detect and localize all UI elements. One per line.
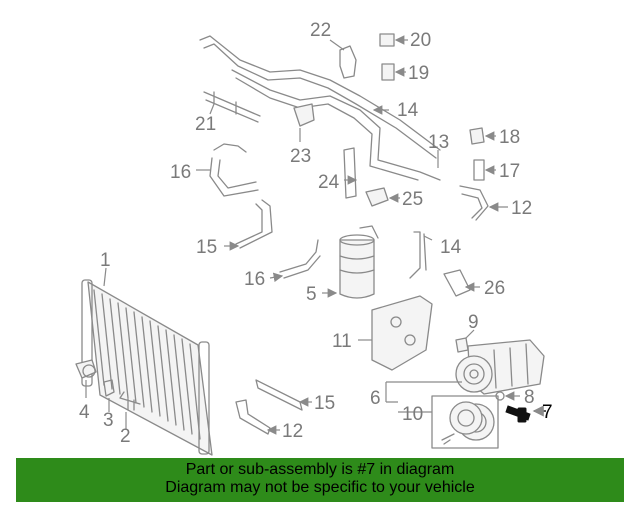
callout-12-right: 12 xyxy=(511,198,532,219)
callout-20: 20 xyxy=(410,30,431,51)
valve-17 xyxy=(473,159,485,181)
callout-7: 7 xyxy=(542,402,553,423)
banner-line-1: Part or sub-assembly is #7 in diagram xyxy=(185,461,455,478)
callout-9: 9 xyxy=(468,312,479,333)
bracket-25 xyxy=(365,187,389,207)
callout-19: 19 xyxy=(408,63,429,84)
callout-12-lower: 12 xyxy=(282,421,303,442)
parts-diagram: 1 4 3 2 14 22 20 19 21 23 13 18 xyxy=(75,20,553,456)
callout-10: 10 xyxy=(402,404,423,425)
callout-16-top: 16 xyxy=(170,162,191,183)
bracket-24 xyxy=(343,147,357,199)
callout-1: 1 xyxy=(100,250,111,271)
bolt-7-highlighted xyxy=(505,405,531,423)
hose-15-lower xyxy=(255,379,303,411)
cap-20 xyxy=(379,33,395,47)
info-banner: Part or sub-assembly is #7 in diagram Di… xyxy=(16,458,624,502)
valve-part xyxy=(119,391,141,411)
bracket-22 xyxy=(339,45,357,79)
callout-21: 21 xyxy=(195,114,216,135)
callout-24: 24 xyxy=(318,172,340,193)
callout-26: 26 xyxy=(484,278,505,299)
clutch-kit xyxy=(431,395,499,449)
valve-19 xyxy=(381,63,395,81)
hose-15-top xyxy=(235,199,273,249)
hose-16-top xyxy=(209,143,259,197)
valve-9 xyxy=(455,337,469,353)
callout-4: 4 xyxy=(79,402,90,423)
compressor-bracket xyxy=(371,295,433,371)
callout-14-top: 14 xyxy=(397,100,419,121)
banner-line-2: Diagram may not be specific to your vehi… xyxy=(165,479,475,496)
hose-12-top xyxy=(459,185,489,221)
callout-14-mid: 14 xyxy=(440,237,462,258)
sensor-21 xyxy=(203,91,261,123)
clamp-23 xyxy=(293,103,315,127)
callout-15-top: 15 xyxy=(196,237,217,258)
callout-16-lower: 16 xyxy=(244,269,265,290)
callout-23: 23 xyxy=(290,146,311,167)
callout-2: 2 xyxy=(120,426,131,447)
callout-17: 17 xyxy=(499,161,520,182)
receiver-drier xyxy=(339,225,379,299)
pressure-switch xyxy=(75,359,97,379)
callout-15-lower: 15 xyxy=(314,393,335,414)
pipe-14-mid xyxy=(409,231,427,279)
callout-3: 3 xyxy=(103,410,114,431)
callout-25: 25 xyxy=(402,189,423,210)
hose-16-lower xyxy=(279,239,321,279)
bracket-26 xyxy=(443,269,471,297)
callout-11: 11 xyxy=(332,331,352,352)
clip-part xyxy=(103,379,115,397)
cap-18 xyxy=(469,127,485,145)
condenser xyxy=(81,279,213,456)
callout-6: 6 xyxy=(370,388,381,409)
callout-22: 22 xyxy=(310,20,331,41)
hose-12-lower xyxy=(235,399,271,435)
callout-5: 5 xyxy=(306,284,317,305)
callout-8: 8 xyxy=(524,387,535,408)
compressor xyxy=(455,339,545,395)
callout-18: 18 xyxy=(499,127,520,148)
callout-13: 13 xyxy=(428,132,449,153)
ac-line-main xyxy=(199,35,441,181)
